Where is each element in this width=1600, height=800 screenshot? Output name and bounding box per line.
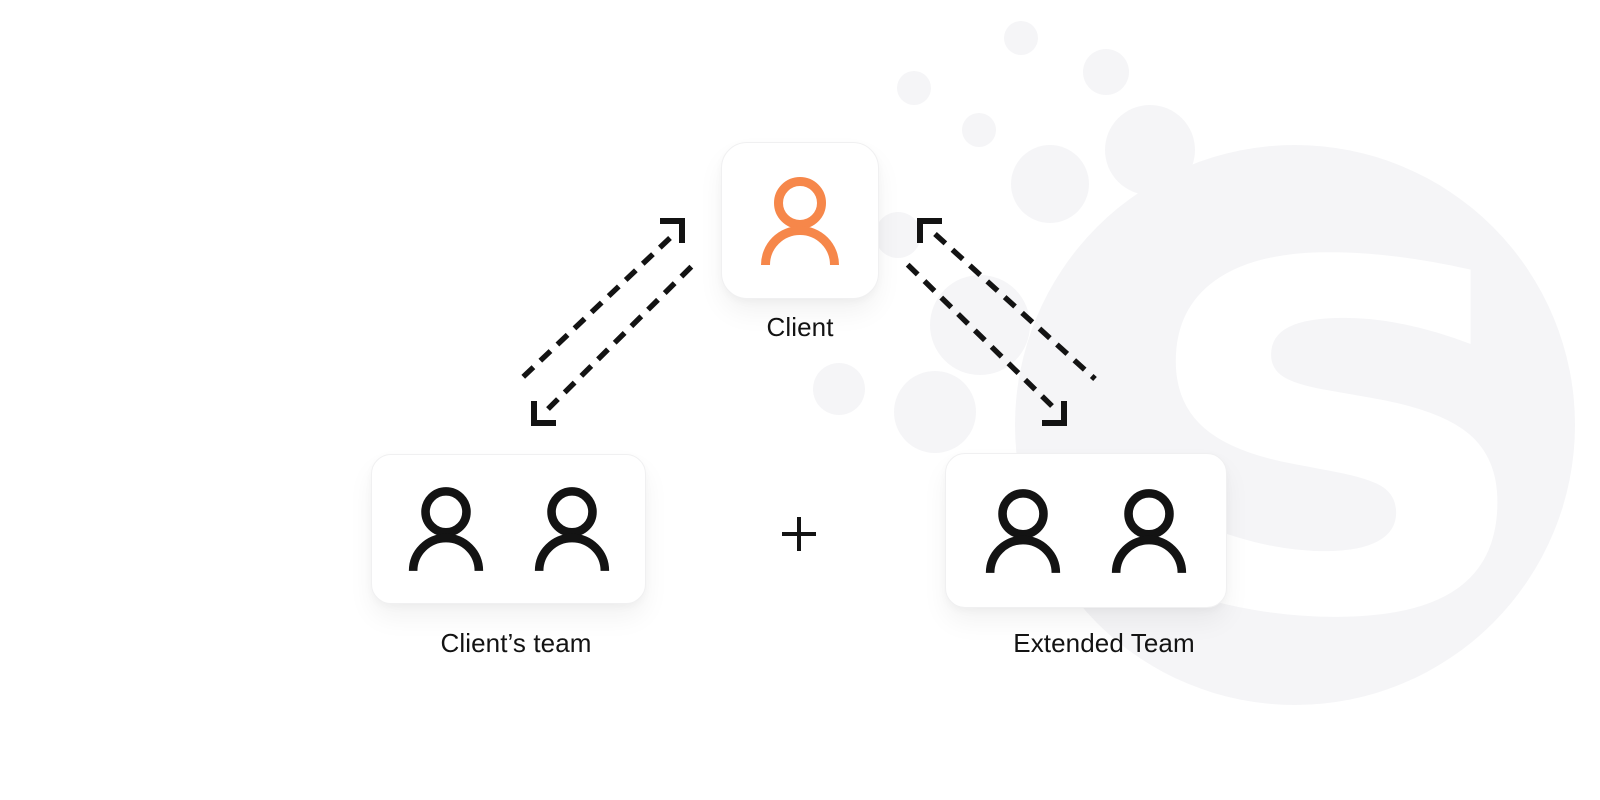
person-icon: [1111, 488, 1187, 573]
arrowhead-up-right: [660, 218, 685, 243]
clients-team-label: Client’s team: [440, 628, 592, 658]
person-icon: [534, 487, 609, 572]
extended-team-card: [945, 453, 1227, 608]
person-icon: [761, 176, 839, 265]
arrowhead-up-left: [917, 218, 942, 243]
watermark-big-circle: [1015, 145, 1575, 705]
client-label: Client: [766, 312, 834, 342]
extended-team-label: Extended Team: [1013, 628, 1195, 658]
arrowhead-down-left: [531, 401, 556, 426]
person-icon: [408, 487, 483, 572]
plus-icon: [780, 515, 818, 553]
watermark-letter: S: [1136, 163, 1539, 724]
arrowhead-down-right: [1042, 401, 1067, 426]
person-icon: [985, 488, 1061, 573]
client-card: [721, 142, 879, 299]
arrow-client-clients-team: [520, 218, 695, 426]
clients-team-card: [371, 454, 646, 604]
arrow-client-extended-team: [905, 218, 1097, 426]
